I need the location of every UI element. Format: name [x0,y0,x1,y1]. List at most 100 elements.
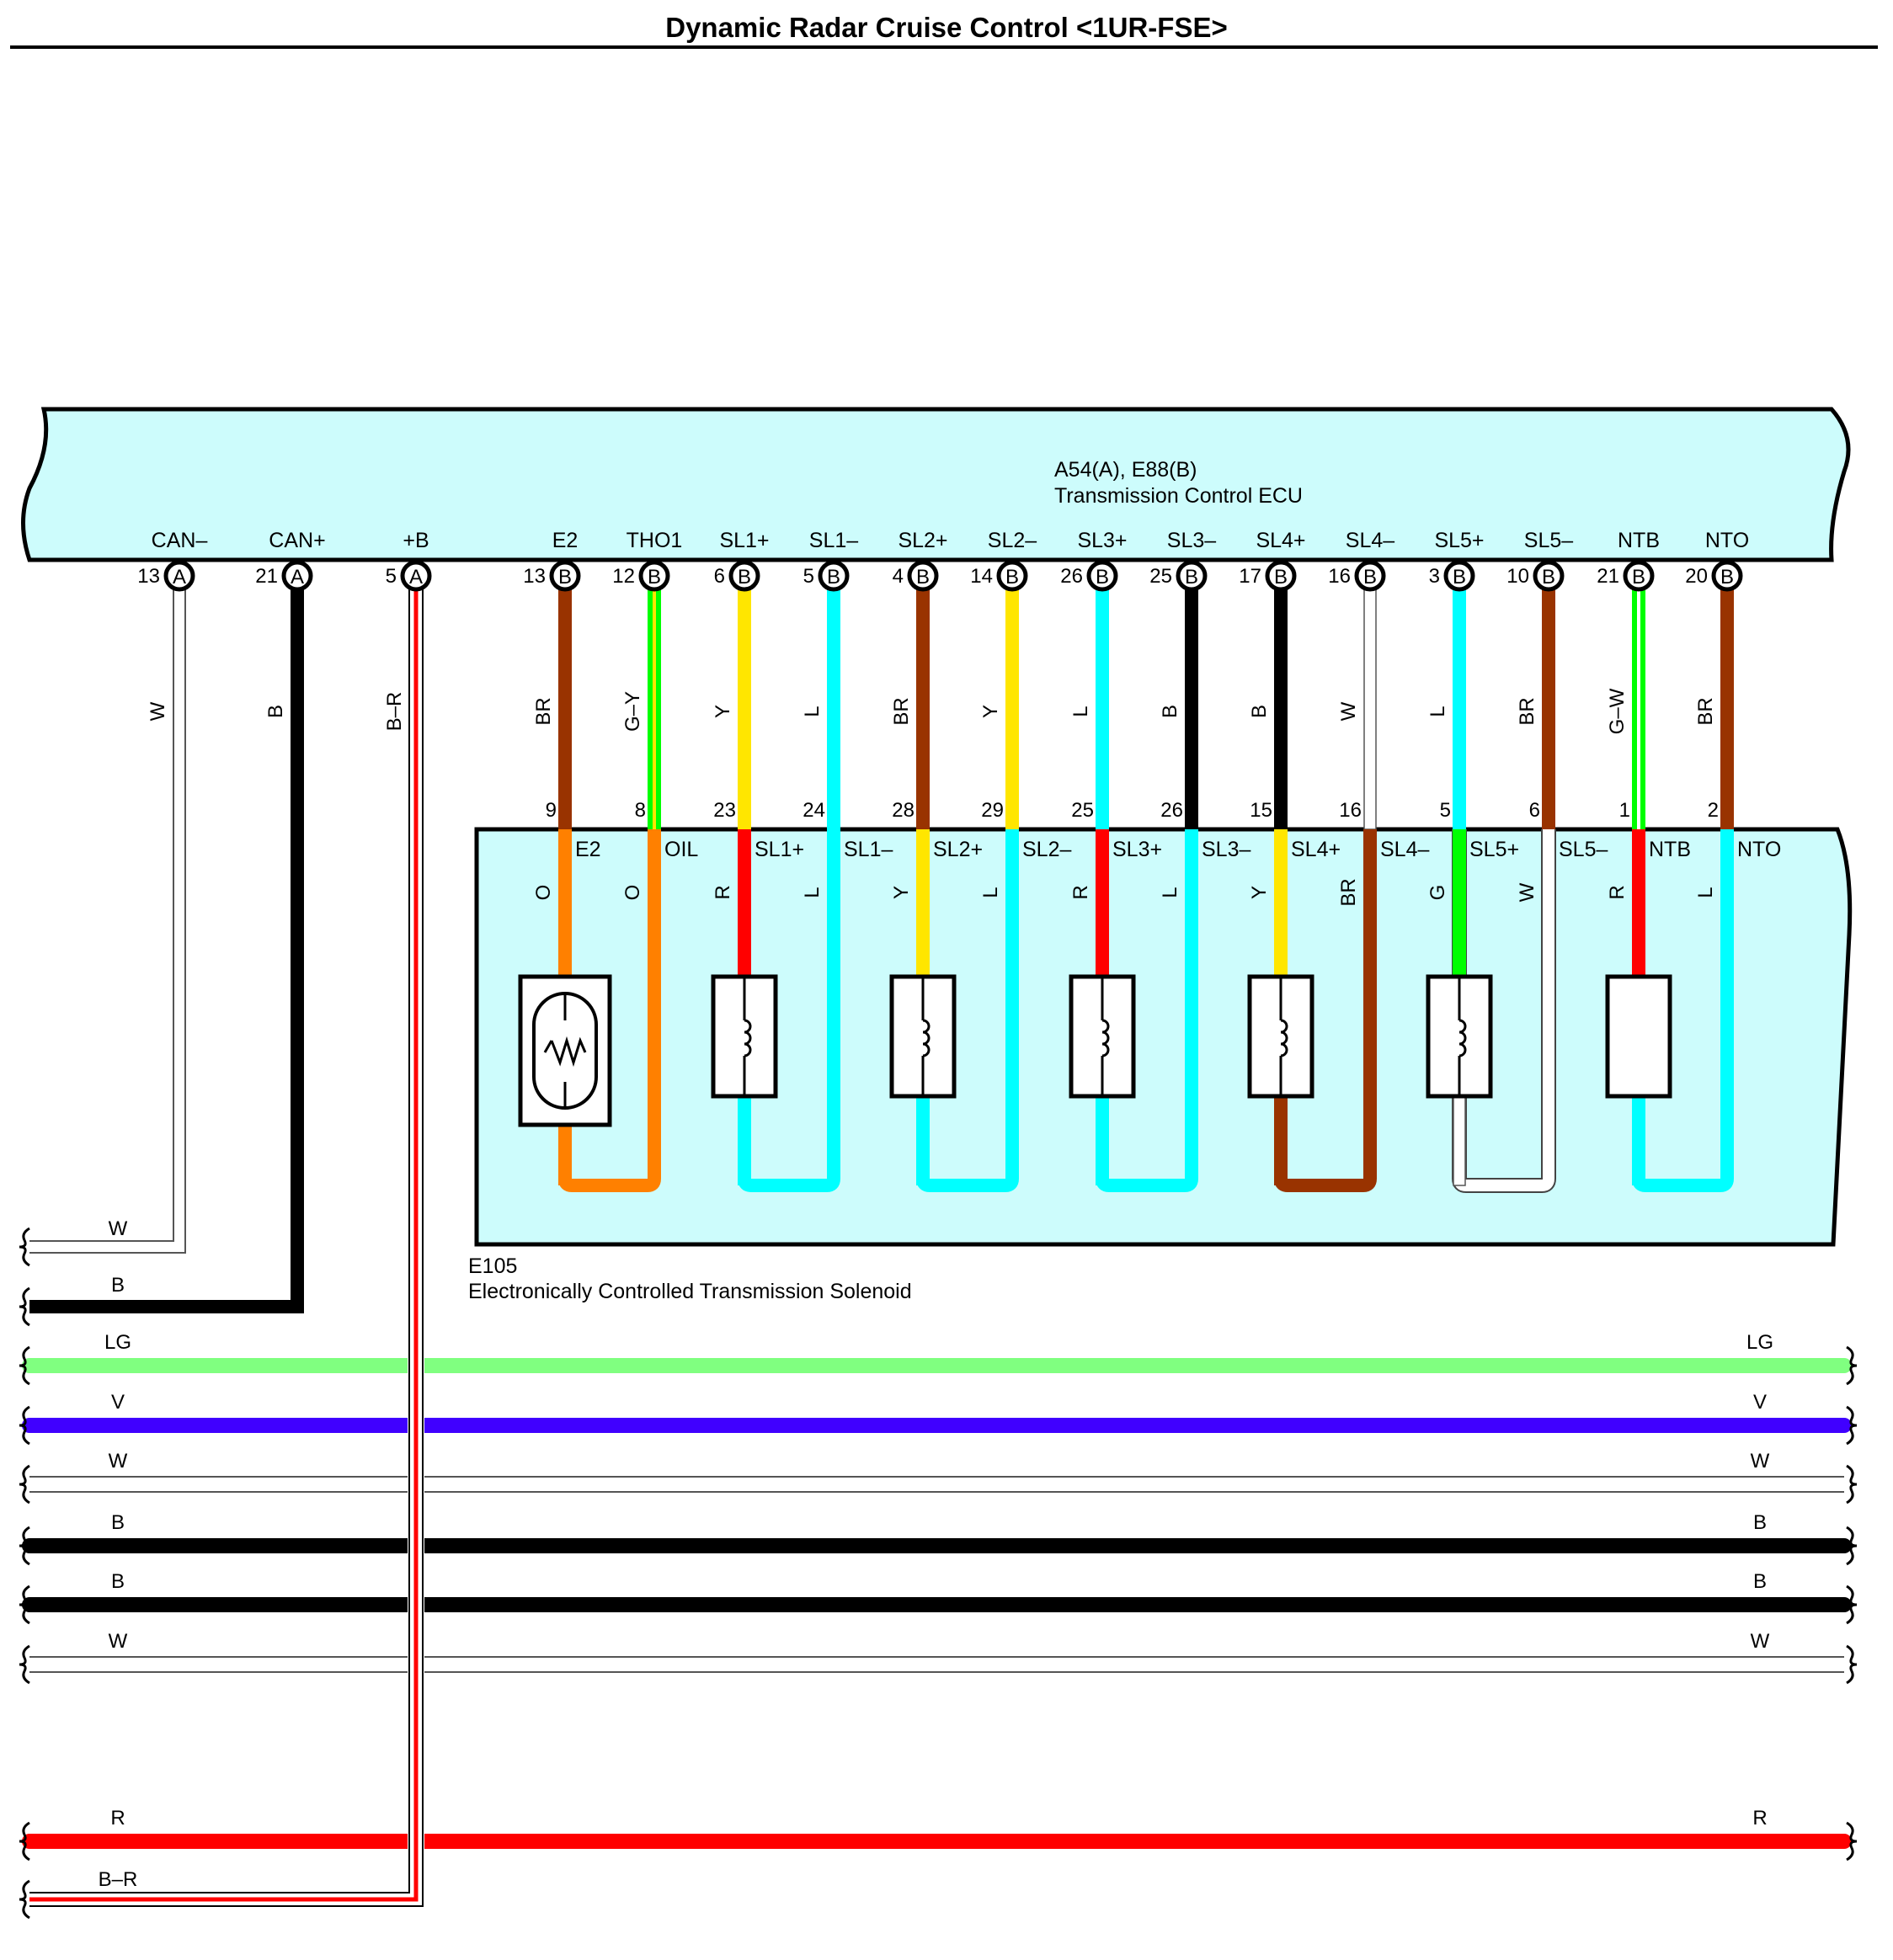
ecu-to-solenoid-wire-2 [738,589,751,829]
ecu-pin-label: SL4+ [1256,529,1305,552]
bus-wire-label-right: LG [1746,1331,1773,1354]
solenoid-lead-1 [738,829,751,985]
ecu-pin-number: 12 [612,565,635,588]
ecu-pin-terminal [1354,560,1386,592]
ecu-pin-number: 5 [803,565,814,588]
ecu-to-solenoid-wire-11 [1542,589,1555,829]
solenoid-coil-icon [1247,974,1314,1099]
bus-wire-label-left: V [111,1391,125,1414]
ecu-wire-color: G–W [1606,688,1629,734]
ecu-wire-color: B [1159,705,1181,718]
solenoid-pin-label: SL3– [1202,838,1250,861]
solenoid-pin-label: SL5– [1559,838,1608,861]
ecu-pin-label: THO1 [627,529,683,552]
wire-break-right [1846,1345,1858,1386]
wire-break-bottom [19,1879,30,1920]
ecu-pin-number: 21 [255,565,278,588]
solenoid-pin-label: NTB [1649,838,1691,861]
coil-lower-lead [1096,1096,1109,1185]
ecu-to-solenoid-wire-6 [1096,589,1109,829]
solenoid-wire-color: Y [1248,886,1271,899]
ecu-pin-label: SL3– [1167,529,1216,552]
ecu-to-solenoid-wire-13 [1720,589,1734,829]
solenoid-wire-color: L [1694,887,1717,897]
ecu-pin-connector: B [1274,566,1288,589]
solenoid-pin-label: SL2+ [933,838,983,861]
oil-temp-sensor-icon [518,974,612,1127]
ecu-pin-terminal [638,560,670,592]
ecu-pin-number: 13 [137,565,160,588]
wire-break-right [1846,1405,1858,1446]
ecu-to-solenoid-wire-9 [1363,589,1377,830]
ecu-pin-label: +B [403,529,429,552]
ecu-pin-connector: B [1185,566,1198,589]
solenoid-pin-label: NTO [1737,838,1781,861]
solenoid-wire-color: O [532,885,555,901]
solenoid-pin-number: 25 [1071,799,1094,822]
solenoid-connector-id: E105 [468,1254,517,1278]
wire-break-right [1846,1821,1858,1861]
ecu-pin-connector: B [1720,566,1734,589]
ecu-pin-label: SL3+ [1077,529,1127,552]
ecu-pin-connector: B [1363,566,1377,589]
ecu-pin-terminal [1533,560,1565,592]
ecu-pin-label: SL2– [988,529,1037,552]
ecu-pin-label: SL1– [809,529,858,552]
ecu-pin-terminal [1086,560,1118,592]
left-wire-label-w: W [109,1217,128,1240]
ecu-pin-number: 3 [1429,565,1440,588]
wire-break-right [1846,1644,1858,1685]
speed-sensor-icon [1605,974,1672,1099]
wire-break-right [1846,1585,1858,1625]
ecu-pin-label: SL5+ [1434,529,1484,552]
ecu-pin-terminal [996,560,1028,592]
solenoid-wire-color: G [1426,885,1449,901]
ecu-pin-terminal [163,560,195,592]
solenoid-pin-number: 15 [1250,799,1272,822]
bus-wire-5 [29,1656,1844,1673]
ecu-pin-terminal [400,560,432,592]
ecu-pin-connector: A [409,566,423,589]
solenoid-pin-label: SL3+ [1112,838,1162,861]
solenoid-coil-icon [889,974,957,1099]
plus-b-wire [29,589,424,1920]
ecu-pin-label: SL4– [1346,529,1394,552]
ecu-pin-label: CAN+ [269,529,325,552]
ecu-connector-id: A54(A), E88(B) [1054,458,1197,482]
ecu-pin-label: SL5– [1524,529,1573,552]
solenoid-lead-4 [1274,829,1288,985]
ecu-to-solenoid-wire-0 [558,589,572,829]
wire-break-left [19,1345,30,1386]
ecu-pin-label: SL1+ [719,529,769,552]
ecu-pin-label: NTO [1705,529,1749,552]
ecu-pin-terminal [728,560,760,592]
ecu-wire-color: G–Y [621,691,644,732]
wire-break-left-w [19,1227,30,1267]
solenoid-coil-icon [1069,974,1136,1099]
ecu-wire-color: Y [712,705,734,718]
bus-wire-label-right: R [1752,1807,1767,1830]
ecu-to-solenoid-wire-10 [1453,589,1466,829]
ecu-wire-color: BR [1516,697,1538,725]
title-underline [10,45,1878,49]
solenoid-coil-icon [1426,974,1493,1099]
plus-b-wire-color: B–R [383,692,406,732]
can-plus-wire-color: B [264,705,287,718]
ecu-pin-connector: B [827,566,840,589]
solenoid-wire-color: BR [1337,878,1360,906]
solenoid-wire-color: O [621,885,644,901]
ecu-to-solenoid-wire-5 [1005,589,1019,829]
ecu-wire-color: BR [1694,697,1717,725]
ecu-pin-terminal [1176,560,1208,592]
